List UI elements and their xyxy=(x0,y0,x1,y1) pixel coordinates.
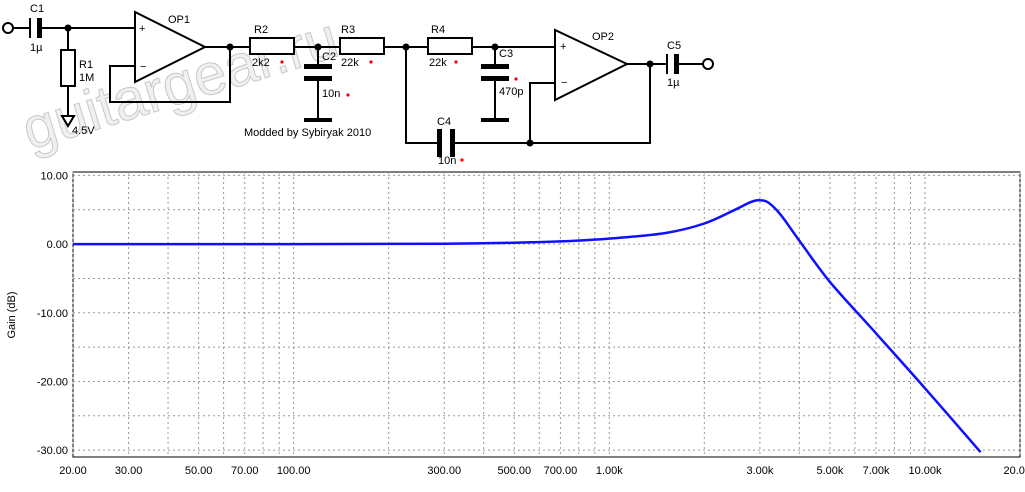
r1-value: 1M xyxy=(79,72,94,84)
y-tick-label: -10.00 xyxy=(37,308,68,320)
schematic xyxy=(2,10,714,157)
c4-name: C4 xyxy=(437,116,451,128)
c3-ground-bar xyxy=(481,118,509,122)
op1-plus-pin: + xyxy=(139,23,145,35)
schematic-labels: C1 1µ R1 1M 4.5V OP1 + − R2 2k2 C2 10n R… xyxy=(30,3,681,167)
x-tick-label: 30.00 xyxy=(115,465,143,477)
x-tick-label: 3.00k xyxy=(746,465,773,477)
x-tick-label: 500.00 xyxy=(497,465,531,477)
y-tick-labels: 10.00 0.00 -10.00 -20.00 -30.00 xyxy=(37,170,68,457)
c4-value: 10n xyxy=(438,155,456,167)
op1-minus-pin: − xyxy=(140,61,146,73)
c1-value: 1µ xyxy=(30,42,43,54)
marker-dot xyxy=(514,77,518,81)
r1-name: R1 xyxy=(79,59,93,71)
c5-plate-filled xyxy=(674,54,679,74)
c4-plate-left xyxy=(437,129,442,157)
marker-dot xyxy=(369,60,373,64)
r3-body xyxy=(339,37,385,55)
marker-dot xyxy=(346,93,350,97)
modded-by-note: Modded by Sybiryak 2010 xyxy=(244,127,371,139)
marker-dot xyxy=(460,158,464,162)
input-terminal xyxy=(2,22,14,34)
op1-feedback-wire xyxy=(109,47,231,103)
frequency-response-chart: 20.00 30.00 50.00 70.00 100.00 300.00 500.00 70… xyxy=(6,170,1025,477)
c2-name: C2 xyxy=(322,51,336,63)
y-tick-label: -30.00 xyxy=(37,445,68,457)
x-tick-labels: 20.00 30.00 50.00 70.00 100.00 300.00 500.00 70… xyxy=(59,465,1025,477)
schematic-markers xyxy=(280,60,518,162)
c4-wire-right xyxy=(455,63,651,144)
op2-inverting-wire xyxy=(529,82,555,143)
junction-dot xyxy=(646,60,654,68)
r4-body xyxy=(427,37,473,55)
c3-plate-top xyxy=(481,64,509,69)
r2-body xyxy=(249,37,295,55)
c3-name: C3 xyxy=(499,48,513,60)
x-tick-label: 10.00k xyxy=(908,465,942,477)
x-tick-label: 20.00 xyxy=(59,465,87,477)
marker-dot xyxy=(454,60,458,64)
op2-triangle xyxy=(554,28,630,102)
op2-name: OP2 xyxy=(592,31,614,43)
c4-wire-left xyxy=(405,47,437,144)
c5-value: 1µ xyxy=(667,77,680,89)
r2-value: 2k2 xyxy=(252,57,270,69)
r1-body xyxy=(60,49,76,87)
c2-ground-bar xyxy=(304,118,332,122)
op2-minus-pin: − xyxy=(561,77,567,89)
x-tick-label: 700.00 xyxy=(544,465,578,477)
r3-value: 22k xyxy=(341,57,359,69)
gain-curve xyxy=(72,198,982,454)
y-tick-label: 10.00 xyxy=(40,170,68,182)
c2-value: 10n xyxy=(322,88,340,100)
marker-dot xyxy=(280,60,284,64)
x-tick-label: 50.00 xyxy=(185,465,213,477)
c1-plate-filled xyxy=(37,18,42,38)
x-tick-label: 70.00 xyxy=(231,465,259,477)
x-tick-label: 1.00k xyxy=(596,465,623,477)
c1-name: C1 xyxy=(30,3,44,15)
series-lines xyxy=(72,198,982,454)
x-tick-label: 300.00 xyxy=(427,465,461,477)
x-tick-label: 100.00 xyxy=(277,465,311,477)
x-tick-label: 5.00k xyxy=(816,465,843,477)
c3-plate-bottom xyxy=(481,76,509,81)
y-tick-label: -20.00 xyxy=(37,376,68,388)
op1-name: OP1 xyxy=(168,14,190,26)
y-axis-label: Gain (dB) xyxy=(6,291,18,338)
r4-name: R4 xyxy=(431,24,445,36)
bias-voltage: 4.5V xyxy=(72,125,95,137)
y-tick-label: 0.00 xyxy=(47,239,68,251)
r4-value: 22k xyxy=(429,57,447,69)
bias-ground-symbol xyxy=(60,115,76,128)
c2-plate-bottom xyxy=(304,76,332,81)
c2-plate-top xyxy=(304,64,332,69)
op2-plus-pin: + xyxy=(560,41,566,53)
c3-value: 470p xyxy=(499,86,523,98)
c4-plate-right xyxy=(450,129,455,157)
r3-name: R3 xyxy=(341,24,355,36)
output-terminal xyxy=(702,58,714,70)
plot-frame xyxy=(72,171,1021,458)
x-tick-label: 20.00k xyxy=(1003,465,1025,477)
op1-triangle xyxy=(134,10,208,84)
grid-lines xyxy=(72,172,1021,457)
c5-name: C5 xyxy=(667,40,681,52)
r2-name: R2 xyxy=(254,24,268,36)
x-tick-label: 7.00k xyxy=(863,465,890,477)
